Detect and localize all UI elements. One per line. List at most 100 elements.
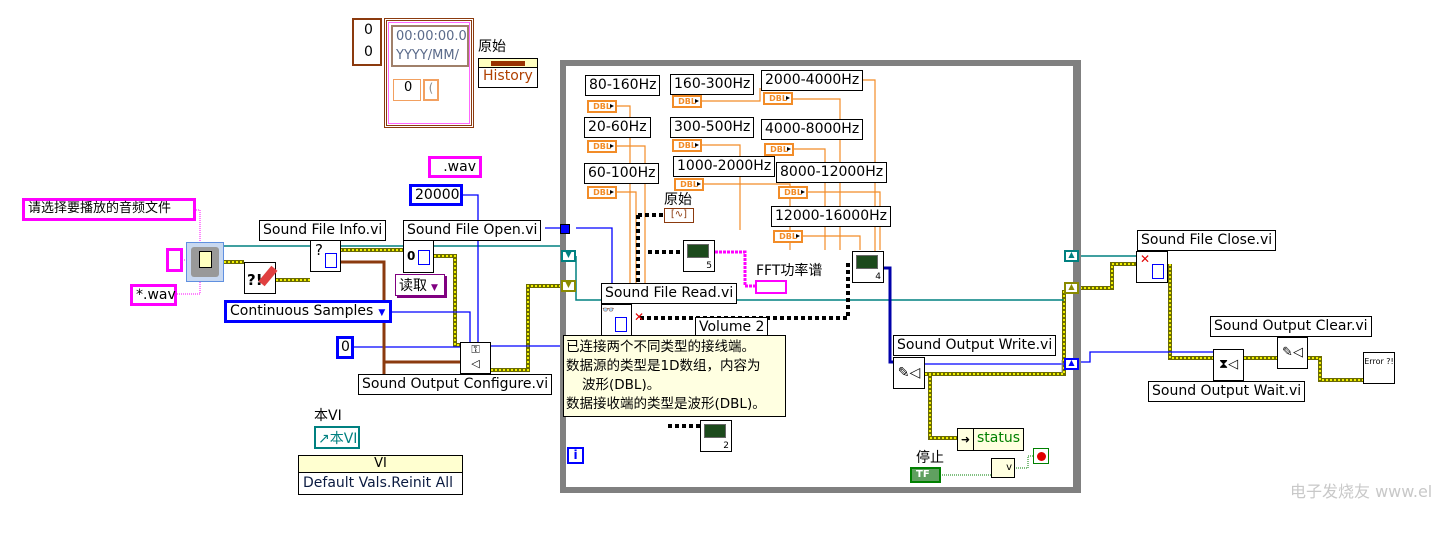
simple-error-handler-icon[interactable]: Error ?! [1363,352,1395,384]
filter-indicator-60-100[interactable]: DBL [587,186,617,199]
sound-file-read-label: Sound File Read.vi [601,283,738,304]
waveform-indicator[interactable]: [∿] [664,208,694,223]
history-property-node[interactable]: History [478,58,538,88]
waveform-graph-icon-4[interactable]: 4 [852,251,884,283]
tooltip-line-1: 已连接两个不同类型的接线端。 [566,339,755,355]
sound-file-close-icon[interactable]: ✕ [1136,251,1168,283]
broken-wire-icon: ✕ [634,310,645,324]
waveform-graph-icon-5[interactable]: 5 [683,240,715,272]
stop-button-terminal[interactable]: TF [910,467,941,483]
sound-file-info-icon[interactable]: ? [310,240,341,272]
sound-file-open-icon[interactable]: 0 [403,240,434,273]
filter-indicator-8000-12000[interactable]: DBL [778,186,808,199]
shift-register-right-refnum[interactable]: ▲ [1064,250,1079,262]
sound-file-open-label: Sound File Open.vi [403,220,542,241]
filter-label-300-500: 300-500Hz [670,117,755,138]
invoke-node-class: VI [299,456,462,473]
tooltip-line-2: 数据源的类型是1D数组，内容为 [566,358,761,374]
filter-label-80-160: 80-160Hz [585,75,661,96]
filter-label-4000-8000: 4000-8000Hz [761,119,864,140]
array-index-1: 0 [364,22,373,38]
filter-indicator-12000-16000[interactable]: DBL [773,230,803,243]
history-cluster-constant[interactable]: 00:00:00.0 YYYY/MM/ 0 ( [384,18,474,128]
prompt-string-constant[interactable]: 请选择要播放的音频文件 [22,198,196,221]
sound-file-read-icon[interactable]: 👓 [601,304,632,336]
sound-output-write-label: Sound Output Write.vi [893,335,1057,356]
filter-label-60-100: 60-100Hz [584,163,660,184]
property-node-label: 原始 [478,39,506,55]
invoke-node-method: Default Vals.Reinit All [303,475,453,491]
sound-file-close-label: Sound File Close.vi [1137,230,1277,251]
filter-indicator-160-300[interactable]: DBL [672,95,702,108]
filter-label-8000-12000: 8000-12000Hz [776,162,888,183]
tooltip-line-4: 数据接收端的类型是波形(DBL)。 [566,396,766,412]
this-vi-ref-text: 本VI [329,431,358,447]
filter-label-20-60: 20-60Hz [584,117,651,138]
sound-file-info-label: Sound File Info.vi [259,220,387,241]
filter-indicator-20-60[interactable]: DBL [587,140,617,153]
array-index-2: 0 [364,44,373,60]
or-function: v [991,458,1015,478]
sample-mode-ring[interactable]: Continuous Samples▼ [224,300,392,323]
filter-indicator-80-160[interactable]: DBL [587,100,617,113]
timestamp-constant: 00:00:00.0 YYYY/MM/ [391,25,469,67]
fft-indicator[interactable] [755,280,787,294]
empty-string-constant[interactable] [166,248,183,272]
shift-register-left-refnum[interactable]: ▼ [561,250,576,262]
sound-output-clear-icon[interactable]: ✎◁ [1277,337,1308,369]
status-element: status [977,430,1021,446]
graph-count-2: 2 [723,441,729,451]
sound-output-write-icon[interactable]: ✎◁ [893,357,925,389]
pattern-constant[interactable]: *.wav [130,284,177,306]
volume-label: Volume 2 [695,317,769,338]
while-loop[interactable] [560,60,1081,493]
filter-label-1000-2000: 1000-2000Hz [673,156,776,177]
sample-mode-value: Continuous Samples [230,303,374,319]
timestamp-time: 00:00:00.0 [396,29,467,44]
sound-output-configure-label: Sound Output Configure.vi [358,374,553,395]
inner-array-index: 0 [393,79,421,101]
tooltip-line-3: 波形(DBL)。 [582,377,661,393]
original-waveform-label: 原始 [664,192,692,208]
clear-errors-icon[interactable]: ?! [244,262,278,294]
filter-label-160-300: 160-300Hz [670,74,755,95]
shift-register-right-error[interactable]: ▲ [1064,282,1079,294]
file-dialog-icon[interactable] [186,242,224,282]
iteration-terminal: i [567,447,584,464]
device-id-constant[interactable]: 0 [336,336,354,359]
watermark: 电子发烧友 www.elecfans.com [1290,482,1432,501]
read-mode-ring[interactable]: 读取▼ [395,274,445,296]
filter-label-12000-16000: 12000-16000Hz [771,206,891,227]
sound-output-clear-label: Sound Output Clear.vi [1210,316,1372,337]
this-vi-reference[interactable]: ↗本VI [314,426,360,449]
wire-error-tooltip: 已连接两个不同类型的接线端。 数据源的类型是1D数组，内容为 波形(DBL)。 … [563,335,786,417]
shift-register-left-error[interactable]: ▼ [561,280,576,292]
read-mode-value: 读取 [399,278,427,294]
buffer-size-constant[interactable]: 20000 [409,184,463,206]
graph-count-4: 4 [875,272,881,282]
filter-indicator-4000-8000[interactable]: DBL [764,143,794,156]
inner-array-value: ( [423,79,439,101]
filter-label-2000-4000: 2000-4000Hz [761,70,864,91]
loop-tunnel [560,224,570,234]
filter-indicator-1000-2000[interactable]: DBL [674,178,704,191]
wav-extension-constant[interactable]: .wav [428,156,482,178]
sound-output-wait-icon[interactable]: ⧗◁ [1213,349,1244,381]
waveform-graph-icon-2[interactable]: 2 [700,420,732,452]
filter-indicator-2000-4000[interactable]: DBL [763,92,793,105]
sound-output-configure-icon[interactable]: ⚿◁ [460,342,491,374]
loop-condition-stop-icon[interactable] [1033,448,1049,464]
graph-count-5: 5 [706,261,712,271]
status-unbundle[interactable]: ➜ status [957,428,1024,451]
stop-button-label: 停止 [916,450,944,466]
sound-output-wait-label: Sound Output Wait.vi [1148,381,1306,402]
filter-indicator-300-500[interactable]: DBL [672,139,702,152]
shift-register-right-task[interactable]: ▲ [1064,358,1079,370]
history-property: History [483,68,533,84]
array-index-control[interactable]: 0 0 [352,18,382,66]
invoke-node[interactable]: VI Default Vals.Reinit All [298,455,463,495]
vi-ref-label: 本VI [314,408,342,424]
timestamp-date: YYYY/MM/ [396,48,459,63]
fft-power-spectrum-label: FFT功率谱 [756,263,823,279]
